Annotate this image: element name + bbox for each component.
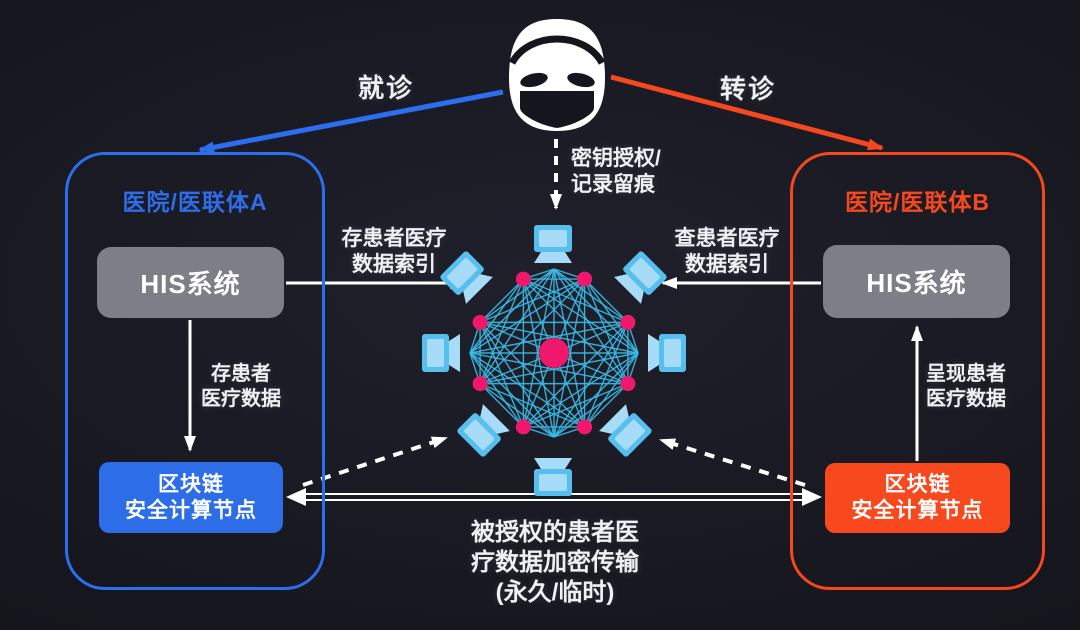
his-system-a-label: HIS系统 [140,269,241,299]
referral-label: 转诊 [719,74,777,104]
visit-arrow [198,89,504,154]
network-node-dot [577,419,593,435]
referral-arrow [610,74,884,151]
monitor-node-icon [599,404,652,457]
present-data-line2: 医疗数据 [926,388,1006,410]
network-node-dot [515,271,531,287]
store-data-line1: 存患者 [211,363,271,385]
blockchain-node-a-line2: 安全计算节点 [125,498,257,522]
hospital-a-panel: 医院/医联体A [65,152,325,590]
hospital-b-title: 医院/医联体B [845,189,990,215]
his-system-b-box: HIS系统 [823,245,1010,318]
blockchain-node-a-line1: 区块链 [158,472,224,496]
network-node-dot [472,314,488,330]
key-auth-line1: 密钥授权/ [571,147,661,170]
store-index-line2: 数据索引 [352,253,436,276]
store-data-label: 存患者 医疗数据 [201,362,281,412]
key-auth-line2: 记录留痕 [571,173,655,196]
his-system-a-box: HIS系统 [97,247,284,318]
hospital-b-panel: 医院/医联体B [790,152,1045,590]
monitor-node-icon [614,251,667,304]
store-data-line2: 医疗数据 [201,388,281,410]
monitor-node-icon [648,334,686,372]
monitor-node-icon [440,251,493,304]
monitor-node-icon [534,458,572,496]
query-index-label: 查患者医疗 数据索引 [675,226,780,278]
blockchain-node-b-line1: 区块链 [884,473,951,496]
blockchain-node-a-box: 区块链 安全计算节点 [99,462,283,533]
network-node-dot [620,376,636,392]
network-node-dot [472,376,488,392]
encrypted-transfer-line2: 疗数据加密传输 [471,549,639,576]
his-system-b-label: HIS系统 [866,268,967,298]
monitor-node-icon [457,404,510,457]
visit-label: 就诊 [357,73,415,103]
center-dot [539,338,569,368]
query-index-line2: 数据索引 [685,253,769,276]
network-node-dot [515,419,531,435]
encrypted-transfer-line1: 被授权的患者医 [471,519,639,546]
blockchain-node-b-box: 区块链 安全计算节点 [825,463,1010,533]
blockchain-network [422,225,686,496]
blockchain-node-b-line2: 安全计算节点 [851,499,984,522]
store-index-line1: 存患者医疗 [341,227,447,250]
network-node-dot [577,271,593,287]
encrypted-transfer-line3: (永久/临时) [495,579,615,606]
encrypted-right-dashed-arrow [659,438,806,487]
present-data-label: 呈现患者 医疗数据 [926,362,1006,412]
present-data-line1: 呈现患者 [926,363,1006,385]
hospital-a-title: 医院/医联体A [122,189,268,215]
monitor-node-icon [422,334,460,372]
store-index-label: 存患者医疗 数据索引 [342,226,447,278]
key-auth-label: 密钥授权/ 记录留痕 [571,146,661,198]
masked-patient-face-icon [508,19,606,131]
monitor-node-icon [534,225,572,263]
encrypted-transfer-label: 被授权的患者医 疗数据加密传输 (永久/临时) [471,518,639,608]
network-node-dot [620,314,636,330]
encrypted-left-dashed-arrow [302,436,448,487]
query-index-line1: 查患者医疗 [674,227,780,250]
